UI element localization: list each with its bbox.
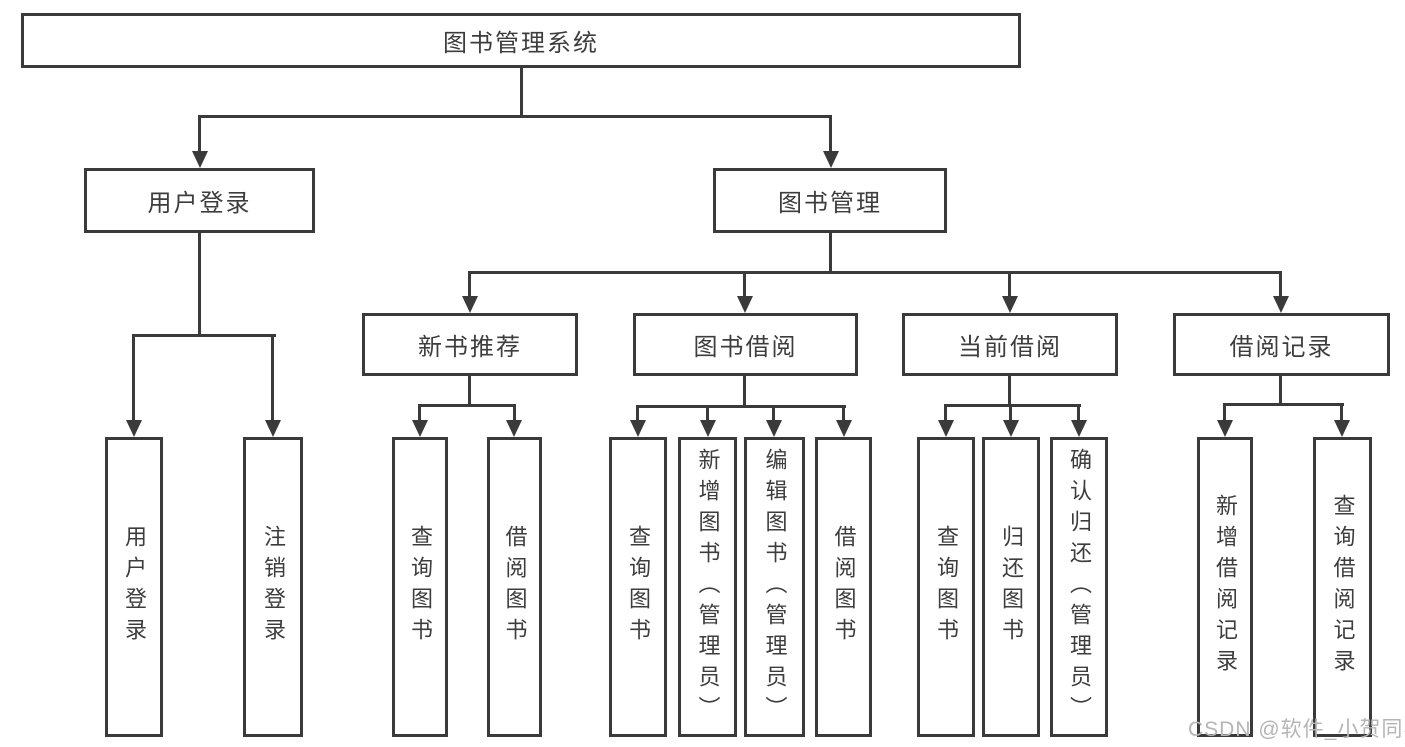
- connector-line: [468, 271, 471, 301]
- node-current-borrowing: 当前借阅: [902, 313, 1118, 376]
- node-label: 用户登录: [122, 525, 147, 649]
- connector-line: [1223, 403, 1344, 406]
- connector-line: [772, 405, 775, 426]
- connector-line: [1340, 403, 1343, 426]
- connector-line: [469, 271, 1282, 274]
- node-label: 用户登录: [147, 190, 252, 217]
- node-leaf-query-books-recommend: 查询图书: [392, 437, 448, 737]
- connector-line: [468, 376, 471, 407]
- node-label: 查询图书: [934, 525, 959, 649]
- arrow-down-icon: [412, 420, 428, 437]
- arrow-down-icon: [630, 420, 646, 437]
- node-new-book-recommend: 新书推荐: [362, 313, 578, 376]
- node-leaf-confirm-return-admin: 确认归还（管理员）: [1050, 437, 1108, 737]
- connector-line: [706, 405, 709, 426]
- arrow-down-icon: [192, 151, 208, 168]
- node-user-login: 用户登录: [84, 168, 315, 233]
- node-label: 查询图书: [408, 525, 433, 649]
- node-leaf-query-borrow-record: 查询借阅记录: [1313, 437, 1372, 737]
- node-label: 新增图书（管理员）: [695, 447, 721, 727]
- connector-line: [743, 271, 746, 301]
- node-label: 确认归还（管理员）: [1067, 447, 1092, 727]
- node-label: 查询借阅记录: [1330, 494, 1356, 680]
- arrow-down-icon: [700, 420, 716, 437]
- arrow-down-icon: [1273, 296, 1289, 313]
- arrow-down-icon: [126, 420, 142, 437]
- node-label: 新书推荐: [418, 334, 522, 361]
- arrow-down-icon: [1003, 420, 1019, 437]
- connector-line: [944, 404, 1081, 407]
- node-leaf-user-login: 用户登录: [105, 437, 163, 737]
- node-leaf-edit-books-admin: 编辑图书（管理员）: [744, 437, 805, 737]
- connector-line: [842, 405, 845, 426]
- node-leaf-logout: 注销登录: [243, 437, 303, 737]
- connector-line: [636, 405, 639, 426]
- node-leaf-return-books: 归还图书: [982, 437, 1040, 737]
- connector-line: [944, 404, 947, 426]
- arrow-down-icon: [462, 296, 478, 313]
- connector-line: [636, 405, 846, 408]
- node-leaf-add-books-admin: 新增图书（管理员）: [678, 437, 737, 737]
- node-borrowing-records: 借阅记录: [1173, 313, 1390, 376]
- watermark-text: CSDN @软件_小贺同学: [1188, 718, 1405, 741]
- arrow-down-icon: [506, 420, 522, 437]
- node-label: 归还图书: [999, 525, 1024, 649]
- connector-line: [1223, 403, 1226, 426]
- connector-line: [198, 115, 832, 118]
- connector-line: [829, 233, 832, 274]
- node-library-system: 图书管理系统: [21, 13, 1021, 68]
- node-leaf-borrow-books-recommend: 借阅图书: [487, 437, 542, 737]
- node-label: 借阅图书: [502, 525, 528, 649]
- connector-line: [1008, 271, 1011, 301]
- arrow-down-icon: [766, 420, 782, 437]
- node-label: 图书管理系统: [443, 30, 599, 57]
- node-label: 借阅记录: [1229, 334, 1334, 361]
- node-label: 编辑图书（管理员）: [762, 447, 788, 727]
- connector-line: [1009, 404, 1012, 426]
- connector-line: [1077, 404, 1080, 426]
- arrow-down-icon: [1334, 420, 1350, 437]
- connector-line: [132, 334, 135, 424]
- arrow-down-icon: [737, 296, 753, 313]
- node-label: 当前借阅: [958, 334, 1062, 361]
- node-leaf-query-books-borrow: 查询图书: [609, 437, 667, 737]
- node-leaf-add-borrow-record: 新增借阅记录: [1197, 437, 1253, 737]
- arrow-down-icon: [265, 420, 281, 437]
- connector-line: [1279, 376, 1282, 406]
- connector-line: [133, 334, 276, 337]
- node-label: 新增借阅记录: [1213, 494, 1238, 680]
- connector-line: [513, 404, 516, 426]
- arrow-down-icon: [823, 151, 839, 168]
- node-leaf-borrow-books: 借阅图书: [815, 437, 872, 737]
- arrow-down-icon: [1071, 420, 1087, 437]
- connector-line: [829, 115, 832, 155]
- node-leaf-query-books-current: 查询图书: [917, 437, 975, 737]
- connector-line: [418, 404, 516, 407]
- node-label: 图书借阅: [693, 334, 798, 361]
- arrow-down-icon: [1002, 296, 1018, 313]
- node-book-management: 图书管理: [713, 168, 947, 233]
- connector-line: [520, 68, 523, 118]
- node-label: 查询图书: [626, 525, 651, 649]
- node-book-borrowing: 图书借阅: [633, 313, 858, 376]
- connector-line: [418, 404, 421, 426]
- arrow-down-icon: [1217, 420, 1233, 437]
- arrow-down-icon: [938, 420, 954, 437]
- connector-line: [743, 376, 746, 407]
- connector-line: [198, 115, 201, 155]
- connector-line: [1008, 376, 1011, 407]
- arrow-down-icon: [836, 420, 852, 437]
- connector-line: [1279, 271, 1282, 301]
- connector-line: [198, 233, 201, 337]
- node-label: 注销登录: [261, 525, 286, 649]
- node-label: 图书管理: [778, 190, 882, 217]
- connector-line: [271, 334, 274, 424]
- node-label: 借阅图书: [831, 525, 857, 649]
